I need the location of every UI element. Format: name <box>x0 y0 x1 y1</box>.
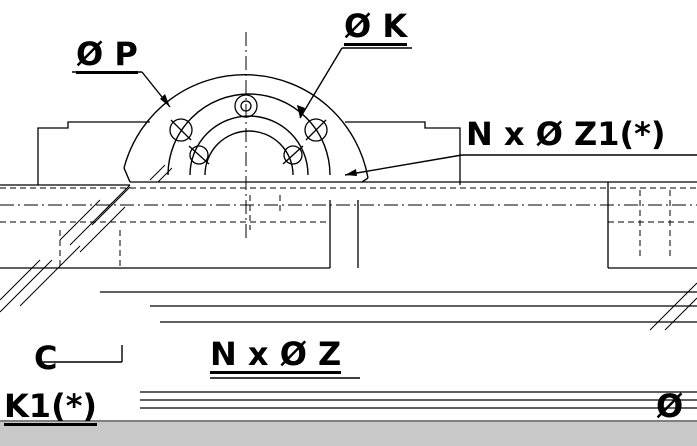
housing-outline <box>0 121 697 409</box>
leader-lines <box>42 47 697 379</box>
label-n-phi-z1: N x Ø Z1(*) <box>466 115 666 153</box>
bottom-shaded-band <box>0 422 697 446</box>
center-lines <box>0 32 697 240</box>
hidden-lines <box>0 187 697 268</box>
bolt-hole-right <box>304 118 328 142</box>
label-c: C <box>34 339 58 377</box>
label-k1: K1(*) <box>4 387 98 426</box>
section-hatching <box>0 164 697 331</box>
label-phi-k: Ø K <box>344 7 408 46</box>
leader-arrows <box>160 94 357 176</box>
label-n-phi-z: N x Ø Z <box>210 335 342 374</box>
label-phi-partial: Ø <box>656 387 684 425</box>
label-phi-p: Ø P <box>76 35 138 74</box>
bolt-hole-lower-left <box>189 145 209 165</box>
bolt-hole-left <box>169 118 193 142</box>
bolt-hole-lower-right <box>283 145 303 165</box>
